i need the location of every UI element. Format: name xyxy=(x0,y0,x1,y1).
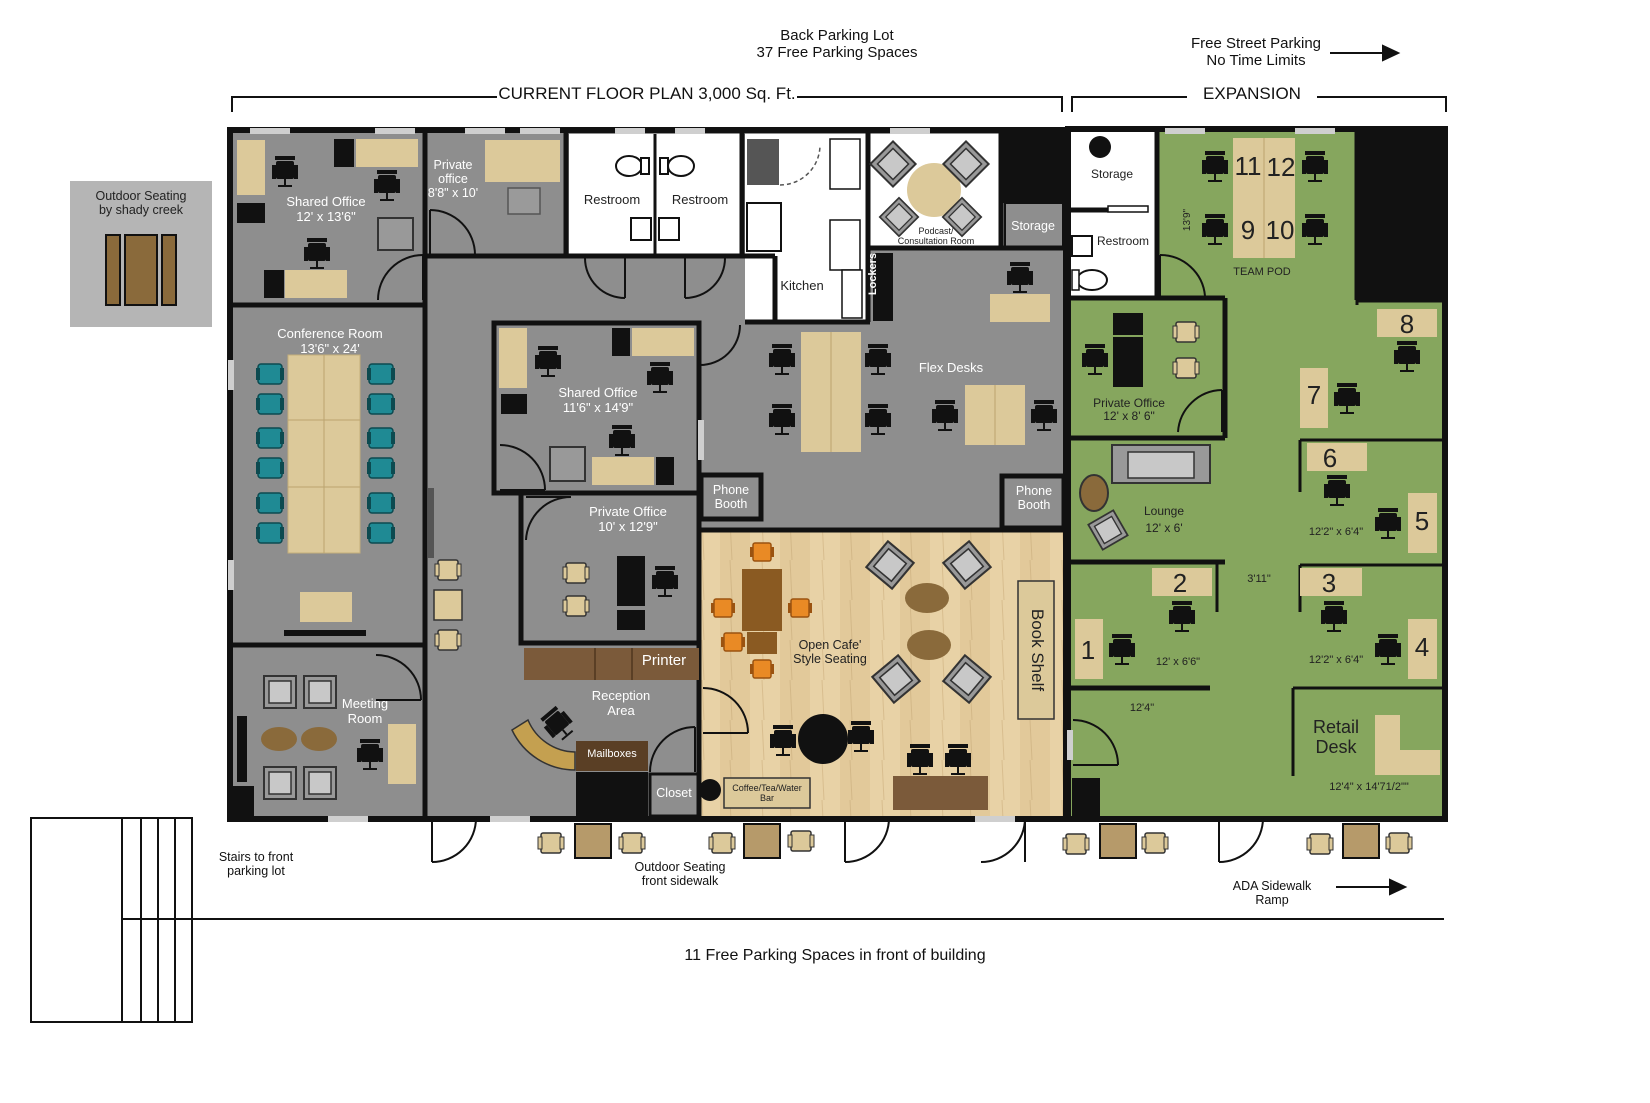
desk-number-5: 5 xyxy=(1414,506,1430,536)
cafe-seating-label: Open Cafe'Style Seating xyxy=(793,638,867,666)
storage-1-label: Storage xyxy=(1011,219,1055,233)
restroom-1-label: Restroom xyxy=(583,192,641,207)
desk-number-8: 8 xyxy=(1399,309,1415,339)
entry-dimension: 12'4" xyxy=(1129,702,1155,714)
desk-number-1: 1 xyxy=(1080,635,1096,665)
front-parking-label: 11 Free Parking Spaces in front of build… xyxy=(684,947,986,964)
storage-2-label: Storage xyxy=(1090,167,1134,181)
closet-label: Closet xyxy=(656,786,692,800)
flex-desks-label: Flex Desks xyxy=(918,360,984,375)
bookshelf-label: Book Shelf xyxy=(1028,608,1047,692)
restroom-3-label: Restroom xyxy=(1096,234,1150,248)
restroom-2-label: Restroom xyxy=(671,192,729,207)
aisle-dimension: 3'11" xyxy=(1247,573,1271,585)
desk-number-2: 2 xyxy=(1172,568,1188,598)
lockers-label: Lockers xyxy=(867,252,879,296)
podcast-room-label: Podcast/Consultation Room xyxy=(897,226,975,247)
desk-number-6: 6 xyxy=(1322,443,1338,473)
printer-label: Printer xyxy=(641,652,687,669)
desk-number-7: 7 xyxy=(1306,380,1322,410)
kitchen-label: Kitchen xyxy=(780,278,824,293)
desk-number-4: 4 xyxy=(1414,632,1430,662)
desk-number-10: 10 xyxy=(1265,215,1295,245)
retail-desk-dimension: 12'4" x 14'71/2"" xyxy=(1329,781,1409,793)
desk-5-dimension: 12'2" x 6'4" xyxy=(1308,526,1364,538)
current-floor-plan-title: CURRENT FLOOR PLAN 3,000 Sq. Ft. xyxy=(498,84,796,103)
mailboxes-label: Mailboxes xyxy=(587,748,637,760)
desk-number-11: 11 xyxy=(1234,151,1262,181)
desk-1-dimension: 12' x 6'6" xyxy=(1155,656,1201,668)
desk-number-3: 3 xyxy=(1321,568,1337,598)
expansion-title: EXPANSION xyxy=(1203,84,1301,103)
desk-number-12: 12 xyxy=(1266,152,1296,182)
desk-number-9: 9 xyxy=(1240,215,1256,245)
team-pod-label: TEAM POD xyxy=(1233,266,1291,278)
team-pod-dimension: 13'9" xyxy=(1182,208,1193,232)
desk-4-dimension: 12'2" x 6'4" xyxy=(1308,654,1364,666)
